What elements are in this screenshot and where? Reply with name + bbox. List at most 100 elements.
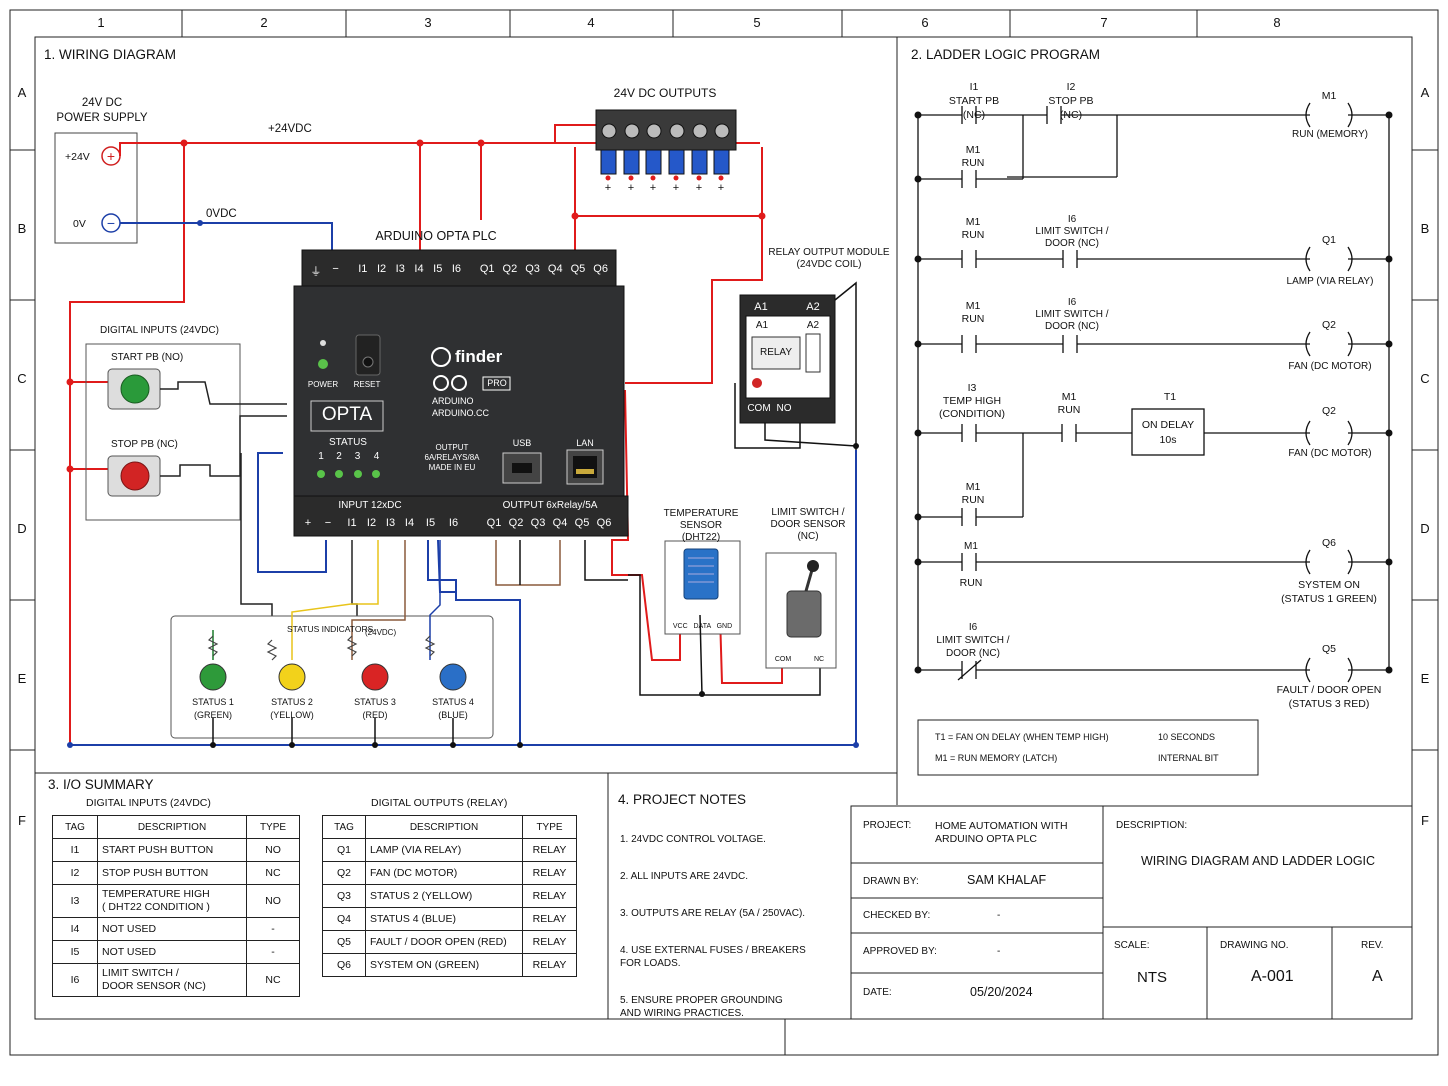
digital-inputs-label: DIGITAL INPUTS (24VDC): [100, 325, 219, 336]
table-row: I3 TEMPERATURE HIGH ( DHT22 CONDITION ) …: [52, 884, 300, 918]
output-type: RELAY: [522, 907, 577, 931]
input-tag: I6: [52, 963, 98, 997]
lamp-springs: [207, 635, 436, 661]
ladder-r4-contact1: I3 TEMP HIGH (CONDITION): [939, 382, 1005, 420]
plc-top-terminal-q3: Q3: [525, 263, 540, 275]
limit-switch-nc-pin: NC: [813, 656, 825, 663]
output-tag: Q2: [322, 861, 366, 885]
table-row: I2 STOP PUSH BUTTON NC: [52, 861, 300, 885]
table-row: I6 LIMIT SWITCH / DOOR SENSOR (NC) NC: [52, 963, 300, 997]
ladder-legend-t1-key: T1 = FAN ON DELAY (WHEN TEMP HIGH): [935, 732, 1109, 742]
plc-bottom-out-q2: Q2: [508, 517, 524, 529]
psu-negative-label: 0V: [73, 218, 86, 230]
status-indicators-voltage: (24VDC): [365, 628, 397, 637]
plc-status-num-3: 3: [354, 451, 361, 462]
outputs-header-tag: TAG: [322, 815, 366, 839]
plc-arduino-text: ARDUINO ARDUINO.CC: [432, 396, 490, 418]
relay-a1-label: A1: [755, 320, 769, 331]
plc-bottom-in-i3: I3: [385, 517, 396, 529]
status-lamp-2: [278, 663, 306, 691]
plc-input-header: INPUT 12xDC: [338, 500, 402, 511]
output-tag: Q5: [322, 930, 366, 954]
relay-module-label: RELAY OUTPUT MODULE (24VDC COIL): [768, 247, 890, 270]
dht22-wires: [628, 574, 821, 696]
relay-label: RELAY: [759, 347, 793, 358]
ladder-r5-coil-desc: SYSTEM ON (STATUS 1 GREEN): [1281, 579, 1377, 605]
ladder-r1-coil-tag: M1: [1321, 90, 1337, 102]
grid-col-6: 6: [921, 15, 929, 30]
plc-bottom-out-q3: Q3: [530, 517, 546, 529]
relay-a1-terminal: A1: [754, 301, 768, 313]
psu-positive-label: +24V: [65, 151, 90, 163]
arduino-logo-mark: [433, 375, 467, 391]
list-item: 4. USE EXTERNAL FUSES / BREAKERS FOR LOA…: [620, 945, 806, 969]
table-row: Q1 LAMP (VIA RELAY) RELAY: [322, 838, 577, 862]
pro-badge: [482, 376, 511, 391]
input-description: LIMIT SWITCH / DOOR SENSOR (NC): [97, 963, 247, 997]
grid-col-3: 3: [424, 15, 432, 30]
start-button-cap: [120, 374, 150, 404]
list-item: 2. ALL INPUTS ARE 24VDC.: [620, 871, 749, 882]
plc-top-terminal-i3: I3: [395, 263, 405, 275]
output-plus-1: +: [604, 182, 612, 194]
plc-pro-badge: PRO: [487, 378, 507, 388]
plc-top-terminal-i6: I6: [451, 263, 462, 275]
drawing-no-value: A-001: [1251, 968, 1294, 985]
drawn-by-value: SAM KHALAF: [967, 873, 1047, 887]
table-row: Q6 SYSTEM ON (GREEN) RELAY: [322, 953, 577, 977]
grid-row-b-right: B: [1420, 221, 1430, 236]
plc-bottom-in-i5: I5: [425, 517, 436, 529]
grid-col-1: 1: [97, 15, 105, 30]
ladder-r6-coil-desc: FAULT / DOOR OPEN (STATUS 3 RED): [1276, 684, 1382, 710]
plc-output-info: OUTPUT 6A/RELAYS/8A MADE IN EU: [424, 443, 480, 472]
status-lamp-3: [361, 663, 389, 691]
output-type: RELAY: [522, 930, 577, 954]
grid-row-c-right: C: [1420, 371, 1430, 386]
output-type: RELAY: [522, 953, 577, 977]
plc-bottom-in-i1: I1: [347, 517, 357, 529]
input-type: NO: [246, 884, 300, 918]
status-indicators-label: STATUS INDICATORS: [287, 624, 374, 634]
ladder-r2-coil-desc: LAMP (VIA RELAY): [1286, 276, 1374, 287]
relay-no-label: NO: [776, 403, 792, 414]
plc-bottom-in-i2: I2: [366, 517, 377, 529]
input-type: NC: [246, 963, 300, 997]
plc-status-leds: [317, 470, 380, 478]
ladder-r2-coil-tag: Q1: [1321, 234, 1336, 246]
outputs-label: 24V DC OUTPUTS: [613, 86, 717, 100]
output-description: LAMP (VIA RELAY): [365, 838, 523, 862]
grid-col-4: 4: [587, 15, 595, 30]
dht22-pin-labels: VCC DATA GND: [672, 623, 733, 630]
status-lamp-4: [439, 663, 467, 691]
outputs-header-description: DESCRIPTION: [365, 815, 523, 839]
rail-0v-label: 0VDC: [206, 208, 237, 220]
limit-switch-com-pin: COM: [774, 656, 792, 663]
output-tag: Q3: [322, 884, 366, 908]
io-inputs-title: DIGITAL INPUTS (24VDC): [86, 797, 211, 809]
stop-button-cap: [120, 461, 150, 491]
ladder-r4-coil-desc: FAN (DC MOTOR): [1288, 448, 1372, 459]
status-lamp-2-label: STATUS 2 (YELLOW): [270, 697, 314, 720]
plc-bottom-in-minus: −: [324, 517, 332, 529]
inputs-header-type: TYPE: [246, 815, 300, 839]
title-block-grid: [850, 805, 1413, 1020]
ladder-r5-coil-tag: Q6: [1321, 537, 1336, 549]
grid-row-d: D: [17, 521, 27, 536]
ladder-diagram: [914, 102, 1393, 683]
grid-row-a: A: [17, 85, 27, 100]
ladder-legend-m1-val: INTERNAL BIT: [1158, 753, 1219, 763]
status-indicators-box: [170, 615, 494, 739]
plc-status-num-4: 4: [373, 451, 380, 462]
plc-reset-label: RESET: [353, 380, 381, 389]
grid-row-f: F: [18, 813, 26, 828]
input-type: -: [246, 917, 300, 941]
table-row: I5 NOT USED -: [52, 940, 300, 964]
grid-col-2: 2: [260, 15, 268, 30]
table-header-row: TAG DESCRIPTION TYPE: [52, 815, 300, 839]
scale-label: SCALE:: [1114, 940, 1150, 951]
ladder-r4-branch: M1 RUN: [961, 481, 985, 506]
table-row: Q3 STATUS 2 (YELLOW) RELAY: [322, 884, 577, 908]
output-terminals: [601, 123, 730, 139]
notes-list: 1. 24VDC CONTROL VOLTAGE. 2. ALL INPUTS …: [620, 820, 845, 1033]
approved-by-label: APPROVED BY:: [863, 946, 937, 957]
